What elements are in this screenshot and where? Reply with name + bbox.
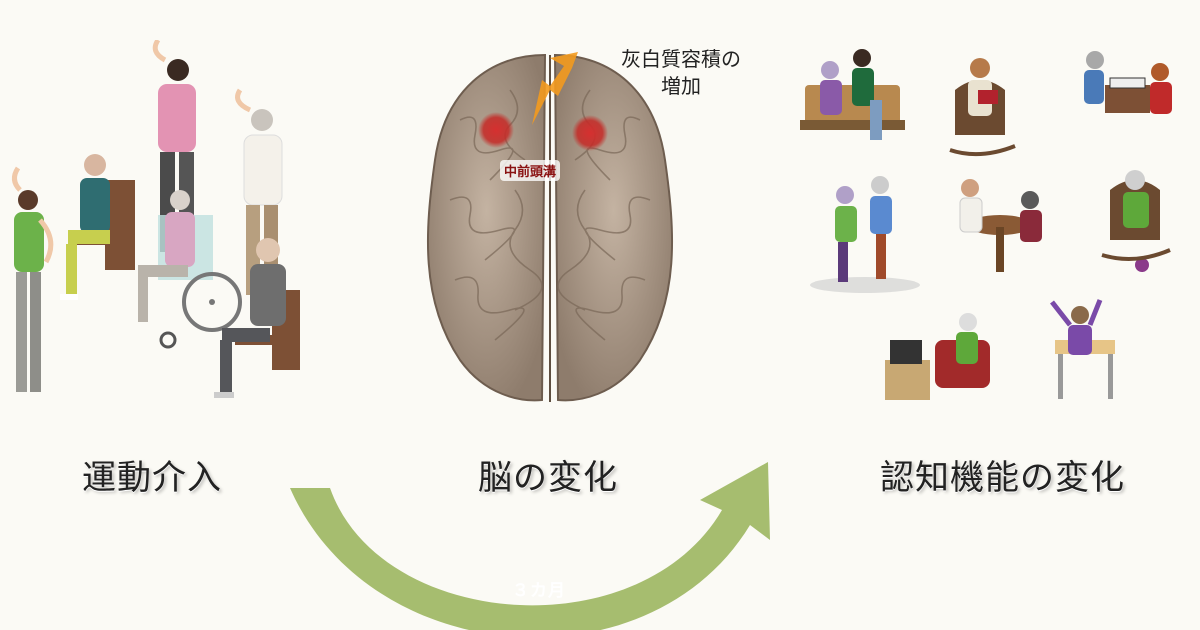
activity-chess [1084,51,1172,114]
hotspot-right [572,115,608,151]
person-seated-teal [60,154,135,300]
brain-figure [400,40,700,410]
hotspot-left [478,112,514,148]
caption-brain: 脳の変化 [478,458,618,498]
brain-gyri [449,89,651,341]
caption-cognition: 認知機能の変化 [880,458,1125,498]
activity-cards [1050,299,1115,399]
brain-top-view [426,52,674,402]
person-seated-gray [214,238,300,398]
activities-art [800,49,1172,400]
region-label: 中前頭溝 [500,160,561,181]
caption-exercise: 運動介入 [82,458,222,498]
gray-matter-label: 灰白質容積の 増加 [596,46,766,100]
person-wheelchair [138,190,242,349]
activity-reading [949,58,1016,157]
activity-dancing [810,176,920,293]
duration-label: ３カ月 [512,581,566,601]
activity-cafe [959,179,1042,272]
increase-arrow-icon [532,52,578,125]
activity-tv [885,313,990,400]
person-standing-white [235,88,283,295]
activity-bench-couple [800,49,905,140]
gray-matter-label-line1: 灰白質容積の [621,47,741,71]
cognition-illustration [790,40,1190,420]
activity-knitting [1101,170,1171,272]
curved-arrow-icon [290,462,770,630]
exercise-people-art [12,40,300,398]
left-hemisphere [426,53,547,402]
gray-matter-label-line2: 増加 [661,74,701,98]
person-woman-green [12,166,54,392]
exercise-illustration [0,40,310,420]
